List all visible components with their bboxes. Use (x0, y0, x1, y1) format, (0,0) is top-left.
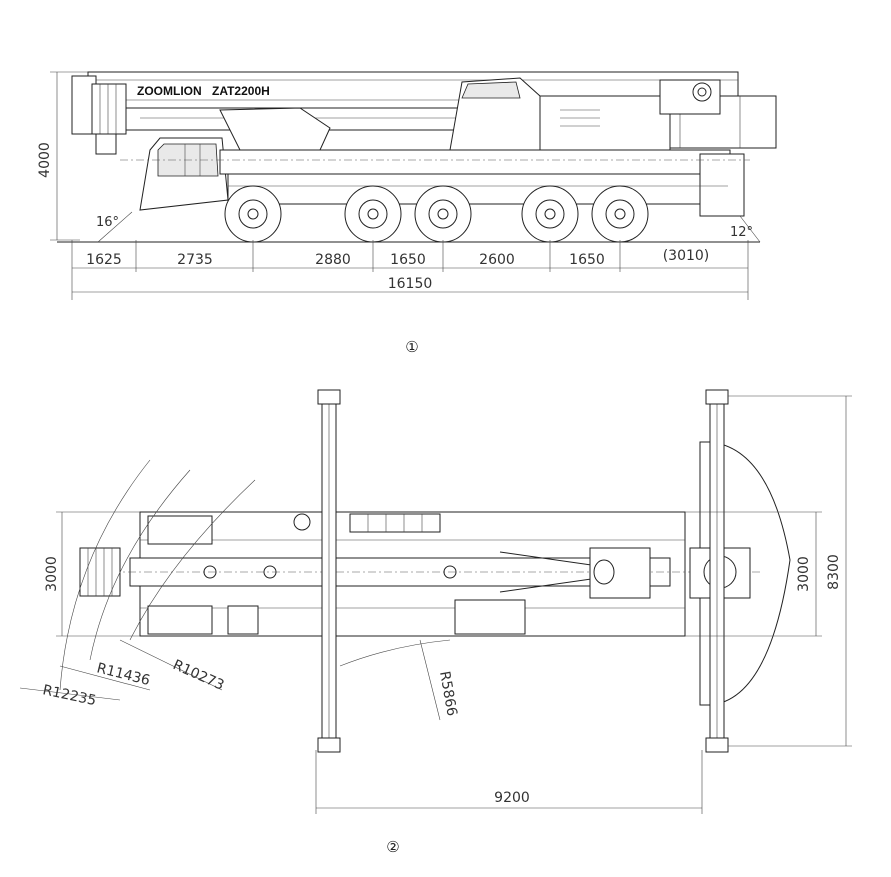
segment-5: 2600 (479, 252, 515, 268)
radius-r11436: R11436 (95, 660, 152, 689)
top-view-marker: ② (386, 838, 399, 856)
rear-angle: 12° (730, 225, 753, 240)
brand-label: ZOOMLION (137, 84, 202, 98)
wheel-3 (414, 185, 472, 243)
wheel-4 (521, 185, 579, 243)
front-angle: 16° (96, 215, 119, 230)
width-left-dimension: 3000 (44, 556, 60, 592)
top-view: R12235 R11436 R10273 R5866 3000 3000 830… (19, 389, 852, 814)
carrier-cab (139, 137, 229, 211)
outrigger-length-dimension: 9200 (494, 790, 530, 806)
segment-3: 2880 (315, 252, 351, 268)
radius-r5866: R5866 (436, 670, 460, 718)
wheel-2 (344, 185, 402, 243)
segment-6: 1650 (569, 252, 605, 268)
chassis (120, 149, 750, 217)
side-view-marker: ① (405, 338, 418, 356)
boom-head (71, 75, 127, 155)
model-label: ZAT2200H (212, 84, 270, 98)
width-right-dimension: 3000 (796, 556, 812, 592)
outrigger-pad-fr (705, 389, 729, 405)
segment-4: 1650 (390, 252, 426, 268)
outrigger-width-dimension: 8300 (826, 554, 842, 590)
wheel-1 (224, 185, 282, 243)
radius-r12235: R12235 (41, 682, 97, 709)
outrigger-pad-rr (705, 737, 729, 753)
height-dimension: 4000 (37, 142, 53, 178)
total-length: 16150 (388, 276, 433, 292)
wheel-5 (591, 185, 649, 243)
superstructure (219, 77, 721, 155)
segment-2: 2735 (177, 252, 213, 268)
outriggers (317, 389, 729, 753)
segment-dimensions: 1625 2735 2880 1650 2600 1650 (3010) (71, 240, 749, 300)
radius-r10273: R10273 (170, 657, 226, 694)
segment-7: (3010) (663, 248, 710, 264)
segment-1: 1625 (86, 252, 122, 268)
outrigger-pad-fl (317, 389, 341, 405)
side-view: 4000 ZOOMLION ZAT2200H (37, 71, 777, 300)
outrigger-pad-rl (317, 737, 341, 753)
